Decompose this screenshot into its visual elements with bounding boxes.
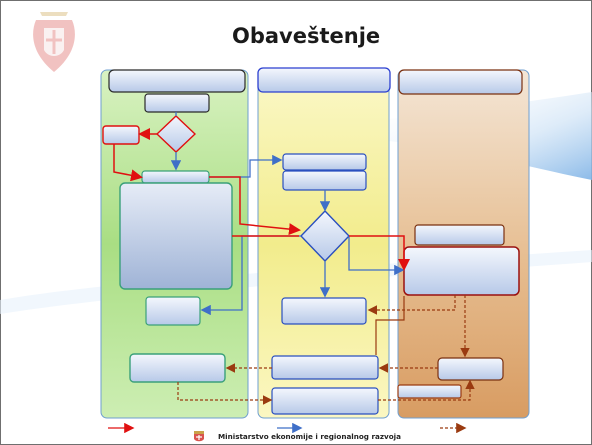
process-box-green-small — [145, 296, 201, 326]
process-box-start — [144, 93, 210, 113]
process-box-orange-4 — [397, 384, 462, 399]
flow-brown-5 — [177, 382, 273, 405]
process-box-large — [119, 182, 233, 290]
lane-header-yellow — [257, 67, 391, 93]
process-box-orange-1 — [414, 224, 505, 246]
footer-text: Ministarstvo ekonomije i regionalnog raz… — [218, 432, 401, 441]
flow-brown-2 — [367, 295, 456, 315]
slide-title: Obaveštenje — [232, 24, 381, 48]
flow-red-5 — [349, 235, 410, 271]
process-box-yellow-3 — [281, 297, 367, 325]
process-box-yellow-5 — [271, 387, 379, 415]
flow-blue-7 — [348, 236, 405, 276]
process-box-red — [102, 125, 140, 145]
process-box-green-bottom — [129, 353, 226, 383]
flow-brown-solid — [375, 296, 405, 355]
lane-header-orange — [398, 69, 523, 95]
flow-red-3 — [209, 176, 301, 236]
process-box-yellow-1 — [282, 153, 367, 171]
lane-header-green — [108, 69, 246, 93]
process-box-yellow-4 — [271, 355, 379, 380]
process-box-orange-2 — [403, 246, 520, 296]
process-box-yellow-2 — [282, 170, 367, 191]
flow-red-2 — [113, 144, 143, 182]
serbian-coat-of-arms-icon — [33, 12, 75, 72]
flow-brown-6 — [378, 379, 475, 401]
process-box-orange-3 — [437, 357, 504, 381]
process-box-green-mid — [141, 170, 210, 184]
ministry-logo-icon — [194, 431, 204, 442]
